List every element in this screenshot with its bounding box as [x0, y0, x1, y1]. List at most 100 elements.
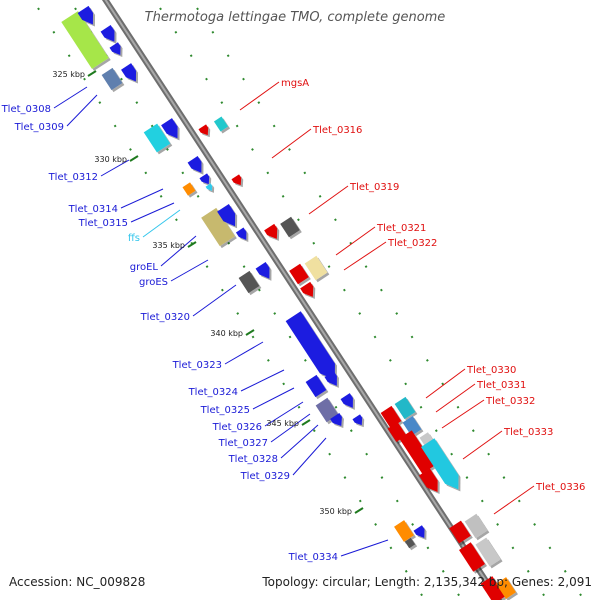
gene-label-Tlet_0320[interactable]: Tlet_0320 — [140, 312, 190, 323]
gene-block-pale — [304, 255, 328, 281]
scale-tick — [301, 419, 311, 426]
gene-block-cyan — [394, 396, 416, 420]
gene-label-Tlet_0332[interactable]: Tlet_0332 — [485, 396, 535, 407]
scale-tick — [245, 329, 255, 336]
gene-label-Tlet_0330[interactable]: Tlet_0330 — [466, 365, 516, 376]
gene-label-Tlet_0326[interactable]: Tlet_0326 — [212, 422, 262, 433]
gene-arrow — [324, 371, 337, 386]
callout-Tlet_0319 — [308, 185, 349, 215]
scale-label: 325 kbp — [52, 70, 85, 79]
gene-arrow — [340, 393, 353, 408]
scale-label: 345 kbp — [266, 419, 299, 428]
gene-label-Tlet_0314[interactable]: Tlet_0314 — [68, 204, 118, 215]
gene-label-Tlet_0323[interactable]: Tlet_0323 — [172, 360, 222, 371]
callout-Tlet_0328 — [280, 424, 319, 459]
callout-Tlet_0331 — [435, 383, 476, 413]
gene-label-Tlet_0328[interactable]: Tlet_0328 — [228, 454, 278, 465]
gene-arrow-red — [264, 223, 278, 239]
gene-label-Tlet_0315[interactable]: Tlet_0315 — [78, 218, 128, 229]
scale-tick — [87, 70, 97, 77]
gene-label-Tlet_0327[interactable]: Tlet_0327 — [218, 438, 268, 449]
gene-block-blue — [402, 416, 422, 436]
gene-label-Tlet_0334[interactable]: Tlet_0334 — [288, 552, 338, 563]
gene-label-Tlet_0325[interactable]: Tlet_0325 — [200, 405, 250, 416]
callout-ffs — [142, 209, 181, 238]
gene-arrow-cyan — [420, 438, 459, 490]
gene-label-Tlet_0319[interactable]: Tlet_0319 — [349, 182, 399, 193]
gene-arrow-red — [231, 174, 242, 186]
gene-block — [305, 374, 327, 398]
gene-features — [61, 5, 516, 600]
gene-label-Tlet_0322[interactable]: Tlet_0322 — [387, 238, 437, 249]
gene-arrow — [235, 227, 247, 241]
gene-arrow-red — [198, 124, 209, 136]
gene-block-cyan — [143, 123, 171, 153]
gene-block-khaki — [201, 207, 235, 247]
callout-groES — [170, 259, 209, 282]
gene-label-ffs[interactable]: ffs — [128, 233, 140, 244]
gene-label-Tlet_0324[interactable]: Tlet_0324 — [188, 387, 238, 398]
gene-arrow — [109, 42, 121, 56]
callout-Tlet_0314 — [120, 188, 164, 209]
gene-arrow — [187, 156, 202, 173]
gene-label-Tlet_0336[interactable]: Tlet_0336 — [535, 482, 585, 493]
gene-block-red — [459, 542, 485, 572]
callout-Tlet_0315 — [130, 202, 175, 223]
gene-label-groEL[interactable]: groEL — [130, 262, 159, 273]
map-title: Thermotoga lettingae TMO, complete genom… — [144, 10, 446, 25]
gene-block-orange — [182, 182, 196, 196]
gene-arrow — [161, 118, 178, 139]
gene-arrow — [121, 63, 137, 82]
gene-label-Tlet_0333[interactable]: Tlet_0333 — [503, 427, 553, 438]
callout-mgsA — [239, 81, 280, 111]
gene-label-Tlet_0316[interactable]: Tlet_0316 — [312, 125, 362, 136]
gene-block-gray — [238, 270, 260, 294]
gene-arrow — [77, 5, 94, 25]
callout-Tlet_0330 — [425, 368, 466, 399]
callout-Tlet_0322 — [343, 241, 387, 271]
scale-label: 330 kbp — [94, 155, 127, 164]
gene-block-red — [399, 430, 435, 474]
gene-block-steel — [101, 67, 123, 91]
gene-block-red — [449, 520, 471, 544]
accession-text: Accession: NC_009828 — [9, 575, 146, 589]
gene-label-Tlet_0321[interactable]: Tlet_0321 — [376, 223, 426, 234]
gene-arrow — [413, 525, 425, 539]
gene-label-Tlet_0329[interactable]: Tlet_0329 — [240, 471, 290, 482]
gene-block-orange — [394, 520, 414, 542]
grid-line-inner-near — [74, 7, 463, 600]
grid-line-outer-near — [159, 7, 548, 600]
callout-Tlet_0334 — [340, 539, 389, 557]
gene-block-cyan — [213, 116, 229, 132]
gene-block-lime — [61, 11, 109, 69]
gene-labels: Tlet_0308Tlet_0309Tlet_0312Tlet_0314Tlet… — [1, 78, 586, 563]
genome-summary-text: Topology: circular; Length: 2,135,342 bp… — [262, 575, 592, 589]
scale-tick — [354, 507, 364, 514]
gene-block-light — [475, 537, 501, 567]
gene-label-mgsA[interactable]: mgsA — [281, 78, 309, 89]
gene-arrow — [255, 262, 270, 279]
callout-groEL — [160, 235, 197, 267]
callout-Tlet_0332 — [441, 399, 485, 429]
grid-lines — [37, 7, 585, 600]
scale-tick — [187, 241, 197, 248]
gene-arrow-red — [418, 468, 438, 493]
gene-label-Tlet_0312[interactable]: Tlet_0312 — [48, 172, 98, 183]
gene-arrow — [199, 173, 210, 185]
scale-label: 350 kbp — [319, 507, 352, 516]
gene-arrow — [352, 414, 363, 426]
gene-block-orange — [496, 577, 516, 599]
gene-label-Tlet_0308[interactable]: Tlet_0308 — [1, 104, 51, 115]
callout-Tlet_0324 — [240, 369, 285, 392]
scale-tick — [129, 155, 139, 162]
gene-label-groES[interactable]: groES — [139, 277, 168, 288]
callout-Tlet_0325 — [252, 387, 295, 410]
gene-arrow — [100, 25, 115, 42]
callout-Tlet_0326 — [264, 401, 304, 427]
gene-label-Tlet_0309[interactable]: Tlet_0309 — [14, 122, 64, 133]
genome-backbone — [101, 0, 503, 600]
gene-label-Tlet_0331[interactable]: Tlet_0331 — [476, 380, 526, 391]
grid-line-outer-far — [196, 7, 585, 600]
gene-block-red — [289, 263, 309, 285]
